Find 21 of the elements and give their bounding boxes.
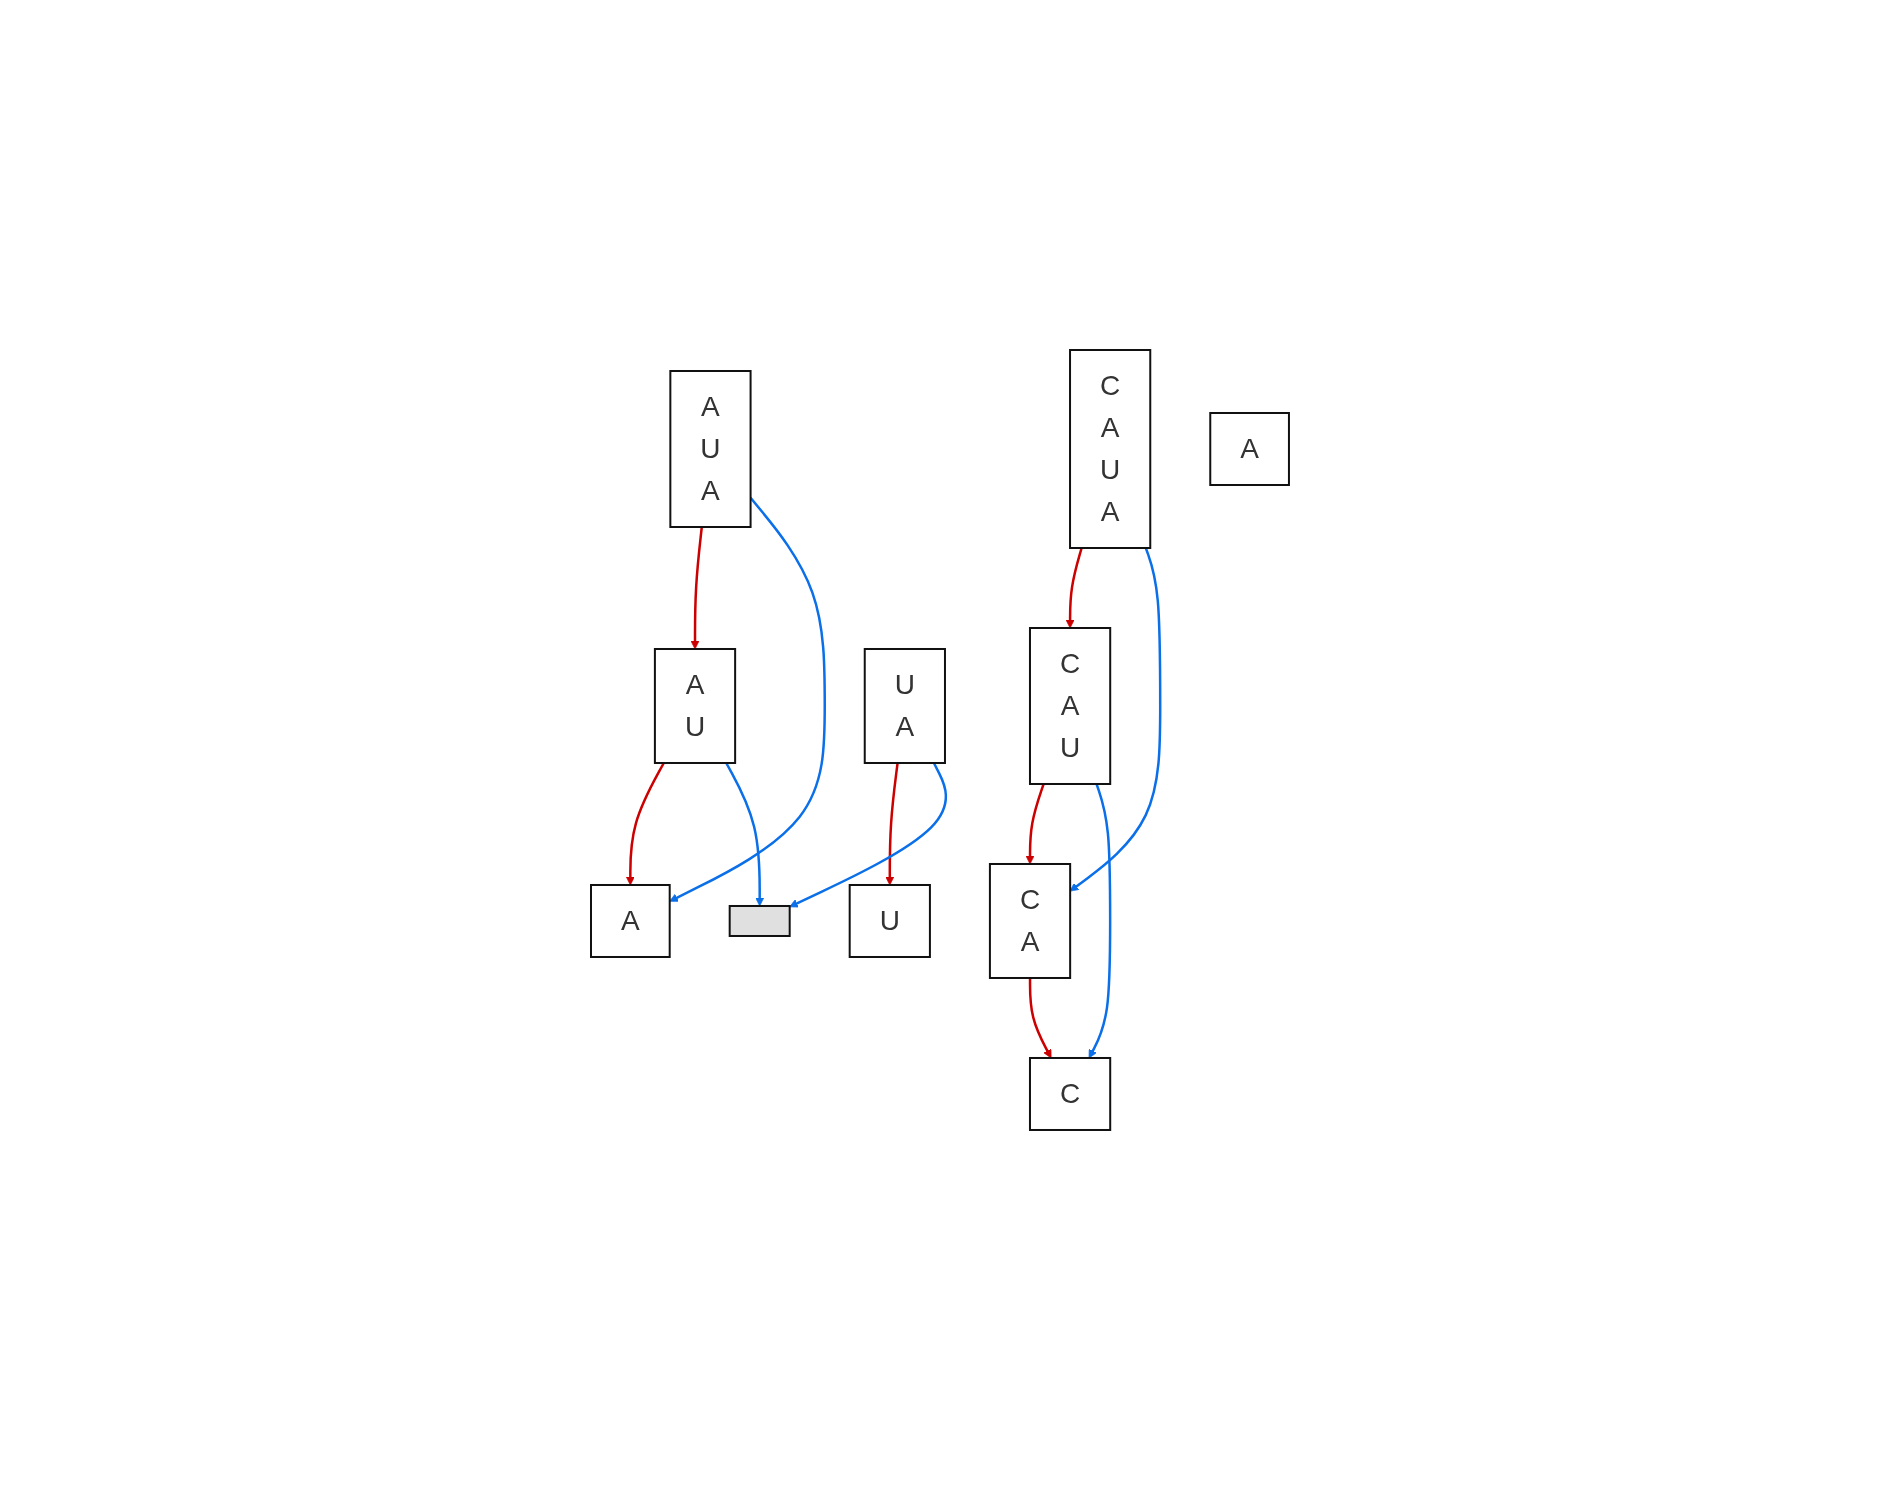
node-box: C: [1029, 1057, 1112, 1131]
node-box: A: [1209, 412, 1290, 486]
node-box: A U: [653, 648, 737, 764]
node-box: C A: [988, 863, 1072, 979]
node-box: C A U A: [1069, 349, 1152, 549]
node-box: C A U: [1029, 627, 1112, 785]
arrow: [690, 526, 704, 650]
node-box: A: [590, 884, 671, 958]
arrow: [725, 762, 765, 907]
node-box: A U A: [669, 370, 752, 528]
arrow: [1028, 978, 1052, 1059]
arrow: [1065, 547, 1083, 629]
arrow: [669, 497, 826, 902]
node-box: [728, 905, 791, 937]
arrow: [1025, 783, 1045, 865]
node-box: U A: [863, 648, 946, 764]
arrow: [789, 762, 948, 908]
arrow: [1088, 783, 1112, 1059]
node-box: U: [848, 884, 931, 958]
arrow: [885, 762, 899, 886]
arrow: [625, 762, 665, 886]
